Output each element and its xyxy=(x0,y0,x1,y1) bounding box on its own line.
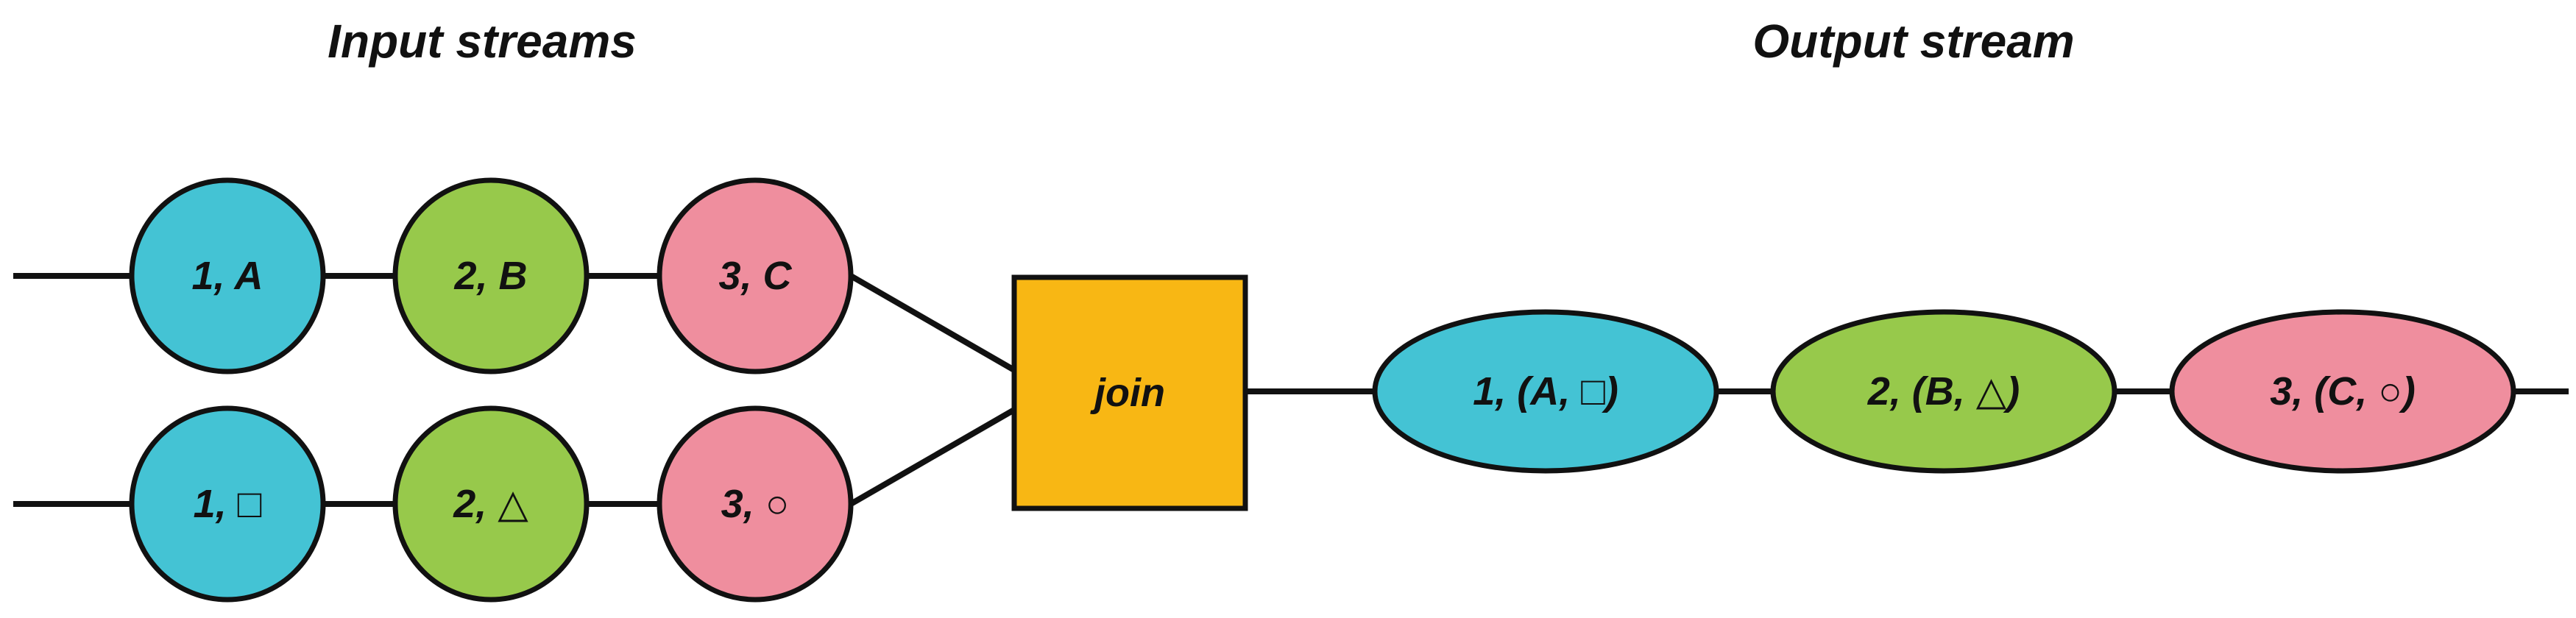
event-ellipse xyxy=(1770,309,2117,474)
stream-1-event-3: 3, C xyxy=(657,177,854,374)
join-operator: join xyxy=(1011,274,1248,511)
event-circle xyxy=(392,405,590,603)
stream-2-event-1: 1, □ xyxy=(129,405,326,603)
stream-1-to-join-line xyxy=(849,273,1016,373)
output-stream: 1, (A, □) 2, (B, △) 3, (C, ○) xyxy=(1372,309,2516,474)
event-label: 3, (C, ○) xyxy=(2270,369,2416,413)
event-label: 3, ○ xyxy=(721,482,790,526)
input-stream-1-edges xyxy=(13,273,1016,373)
output-stream-title: Output stream xyxy=(1752,15,2074,68)
join-box xyxy=(1011,274,1248,511)
event-label: 2, △ xyxy=(453,482,528,526)
event-label: 1, A xyxy=(191,254,263,298)
event-circle xyxy=(657,405,854,603)
stream-2-to-join-line xyxy=(849,407,1016,507)
event-ellipse xyxy=(2169,309,2516,474)
event-circle xyxy=(392,177,590,374)
event-label: 3, C xyxy=(718,254,792,298)
stream-1-event-1: 1, A xyxy=(129,177,326,374)
stream-2-event-2: 2, △ xyxy=(392,405,590,603)
output-event-1: 1, (A, □) xyxy=(1372,309,1719,474)
stream-1-event-2: 2, B xyxy=(392,177,590,374)
join-label: join xyxy=(1090,371,1165,415)
input-stream-1: 1, A 2, B 3, C xyxy=(129,177,854,374)
event-circle xyxy=(129,177,326,374)
output-event-2: 2, (B, △) xyxy=(1770,309,2117,474)
output-event-3: 3, (C, ○) xyxy=(2169,309,2516,474)
event-label: 2, (B, △) xyxy=(1867,369,2020,413)
event-circle xyxy=(657,177,854,374)
input-stream-2-edges xyxy=(13,407,1016,507)
input-stream-2: 1, □ 2, △ 3, ○ xyxy=(129,405,854,603)
event-circle xyxy=(129,405,326,603)
event-ellipse xyxy=(1372,309,1719,474)
event-label: 2, B xyxy=(453,254,527,298)
event-label: 1, □ xyxy=(194,482,262,526)
event-label: 1, (A, □) xyxy=(1473,369,1618,413)
input-streams-title: Input streams xyxy=(328,15,637,68)
stream-2-event-3: 3, ○ xyxy=(657,405,854,603)
